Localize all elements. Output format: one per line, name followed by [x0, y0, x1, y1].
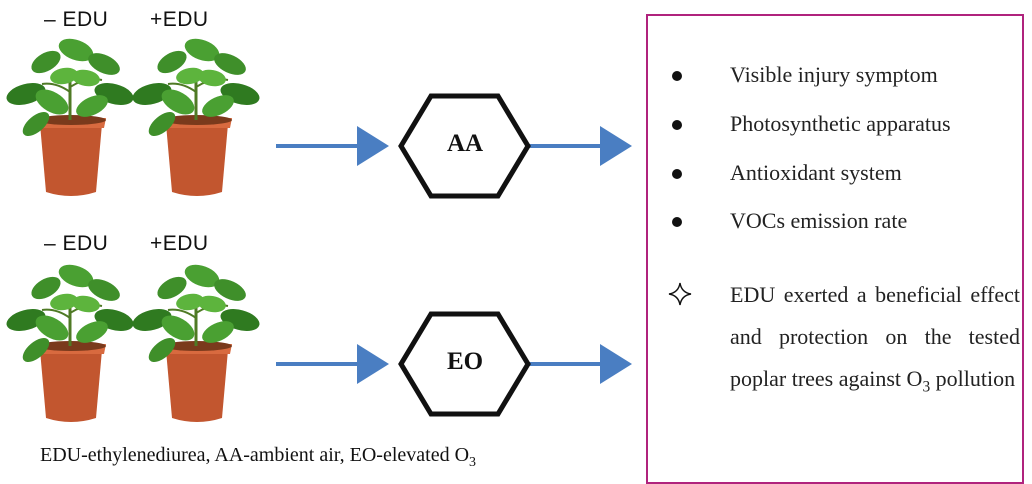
- results-panel: Visible injury symptom Photosynthetic ap…: [646, 14, 1024, 484]
- minus-edu-label-aa: – EDU: [44, 8, 109, 31]
- conclusion-text: EDU exerted a beneficial effect and prot…: [730, 282, 1020, 396]
- bullet-dot-icon: [672, 71, 682, 81]
- result-label: Antioxidant system: [730, 160, 902, 185]
- hexagon-icon: [398, 311, 531, 417]
- result-label: Visible injury symptom: [730, 62, 938, 87]
- minus-edu-label-eo: – EDU: [44, 232, 109, 255]
- hexagon-icon: [398, 93, 531, 199]
- result-label: Photosynthetic apparatus: [730, 111, 951, 136]
- bullet-dot-icon: [672, 217, 682, 227]
- treatment-eo: EO: [446, 348, 484, 375]
- bullet-dot-icon: [672, 169, 682, 179]
- four-point-star-icon: [668, 282, 692, 306]
- figure-caption: EDU-ethylenediurea, AA-ambient air, EO-e…: [40, 444, 477, 470]
- plus-edu-label-eo: +EDU: [150, 232, 209, 255]
- bullet-dot-icon: [672, 120, 682, 130]
- treatment-aa: AA: [446, 130, 484, 157]
- plus-edu-label-aa: +EDU: [150, 8, 209, 31]
- result-label: VOCs emission rate: [730, 208, 908, 233]
